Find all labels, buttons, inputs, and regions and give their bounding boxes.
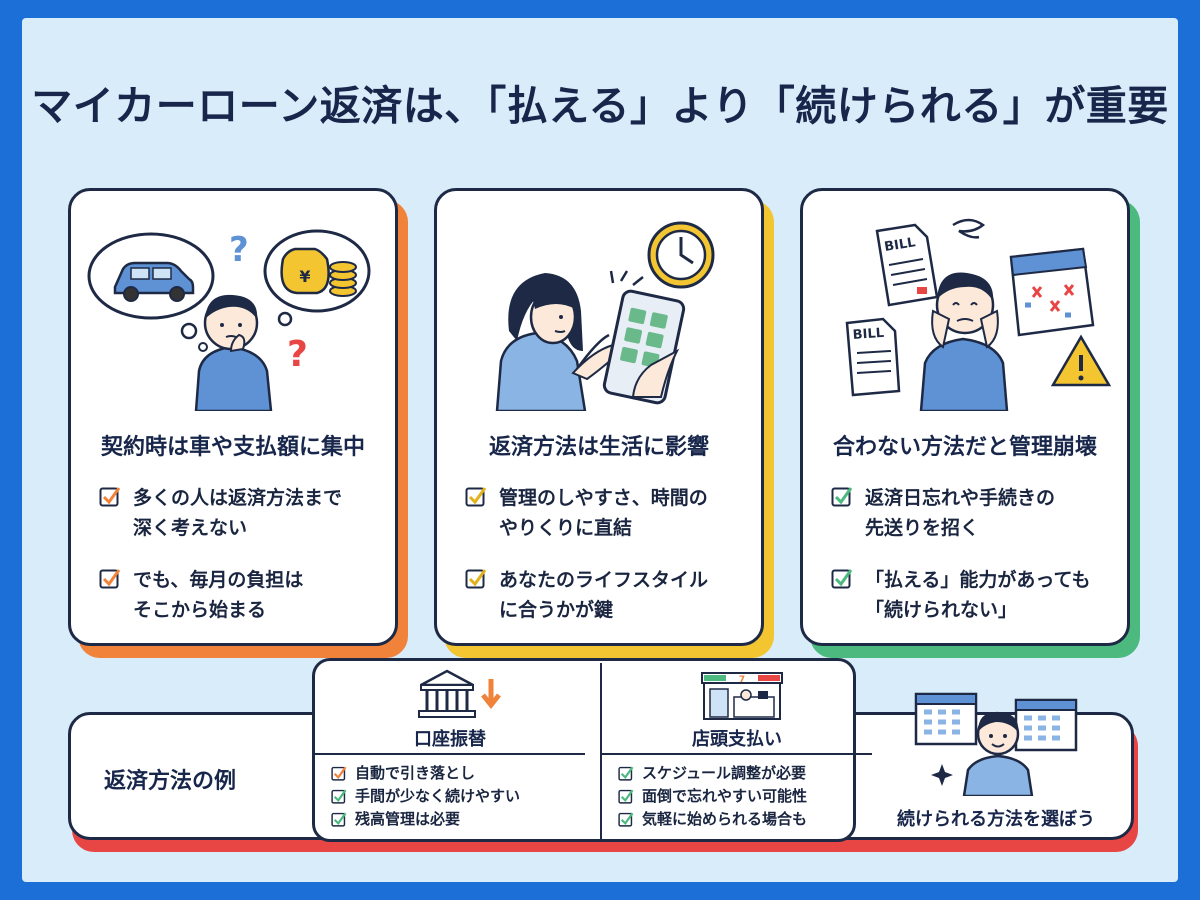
convenience-store-icon: 7 (701, 672, 783, 720)
list-item: 管理のしやすさ、時間のやりくりに直結 (465, 483, 755, 543)
money-bag-icon: ¥ (263, 229, 371, 327)
worried-person-illustration: BILL BILL (845, 218, 1112, 411)
list-item: 手間が少なく続けやすい (331, 784, 520, 807)
page-title: マイカーローン返済は、「払える」より「続けられる」が重要 (31, 82, 1169, 130)
method-bank-transfer: 口座振替 自動で引き落とし 手間が少なく続けやすい 残高管理は必要 (315, 661, 585, 839)
list-item: 気軽に始められる場合も (618, 807, 807, 830)
card-management-collapse: BILL BILL 合 (800, 188, 1130, 646)
thinking-person-icon (194, 294, 273, 411)
checkbox-icon (465, 487, 487, 507)
list-item: 返済日忘れや手続きの先送りを招く (831, 483, 1121, 543)
method-title: 口座振替 (414, 729, 486, 750)
card-heading: 返済方法は生活に影響 (488, 435, 709, 460)
svg-text:¥: ¥ (299, 267, 310, 286)
checkbox-icon (331, 812, 347, 827)
checkbox-icon (465, 569, 487, 589)
calendar-icon (1009, 247, 1095, 337)
checkbox-icon (618, 766, 634, 781)
checkbox-icon (831, 487, 853, 507)
choose-message: 続けられる方法を選ぼう (897, 809, 1095, 830)
sparkle-icon (931, 764, 953, 786)
card-heading: 合わない方法だと管理崩壊 (832, 435, 1097, 460)
list-item: 面倒で忘れやすい可能性 (618, 784, 807, 807)
payment-methods-table: 口座振替 自動で引き落とし 手間が少なく続けやすい 残高管理は必要 7 店頭支払… (312, 658, 872, 842)
list-item: 残高管理は必要 (331, 807, 520, 830)
swirl-icon (952, 218, 986, 239)
list-item: 「払える」能力があっても「続けられない」 (831, 565, 1121, 625)
calendar-icon (914, 692, 1078, 752)
list-item: 多くの人は返済方法まで深く考えない (99, 483, 389, 543)
list-item: スケジュール調整が必要 (618, 761, 807, 784)
svg-text:7: 7 (739, 675, 745, 685)
checkbox-icon (99, 487, 121, 507)
card-heading: 契約時は車や支払額に集中 (100, 435, 365, 460)
card-lifestyle-impact: 返済方法は生活に影響 管理のしやすさ、時間のやりくりに直結 あなたのライフスタイ… (434, 188, 764, 646)
checkbox-icon (99, 569, 121, 589)
list-item: 自動で引き落とし (331, 761, 520, 784)
method-title: 店頭支払い (692, 729, 782, 750)
thinking-person-illustration: ¥ ? ? (87, 229, 371, 411)
woman-phone-illustration (495, 221, 715, 411)
bill-icon: BILL BILL (845, 223, 939, 397)
list-item: でも、毎月の負担はそこから始まる (99, 565, 389, 625)
checkbox-icon (618, 789, 634, 804)
method-store-payment: 7 店頭支払い スケジュール調整が必要 面倒で忘れやすい可能性 気軽に始められる… (602, 661, 872, 839)
svg-text:?: ? (287, 334, 308, 375)
person-calendars-illustration (914, 692, 1078, 796)
clock-icon (647, 221, 715, 289)
svg-text:BILL: BILL (883, 235, 916, 255)
checkbox-icon (331, 766, 347, 781)
checkbox-icon (831, 569, 853, 589)
warning-icon (1050, 334, 1112, 387)
payment-examples-label: 返済方法の例 (104, 769, 237, 794)
car-thought-icon (87, 232, 215, 352)
list-item: あなたのライフスタイルに合うかが鍵 (465, 565, 755, 625)
smiling-person-icon (962, 711, 1034, 796)
worried-person-icon (919, 272, 1009, 411)
checkbox-icon (331, 789, 347, 804)
bank-icon (418, 669, 501, 718)
svg-text:?: ? (229, 230, 249, 270)
smartphone-icon (602, 270, 686, 405)
card-contract-focus: ¥ ? ? 契約時は車や支払額に集中 多くの人は返済方法まで深く考えない (68, 188, 398, 646)
woman-icon (495, 273, 621, 411)
svg-text:BILL: BILL (852, 326, 884, 343)
question-mark-icon: ? ? (229, 230, 308, 375)
checkbox-icon (618, 812, 634, 827)
